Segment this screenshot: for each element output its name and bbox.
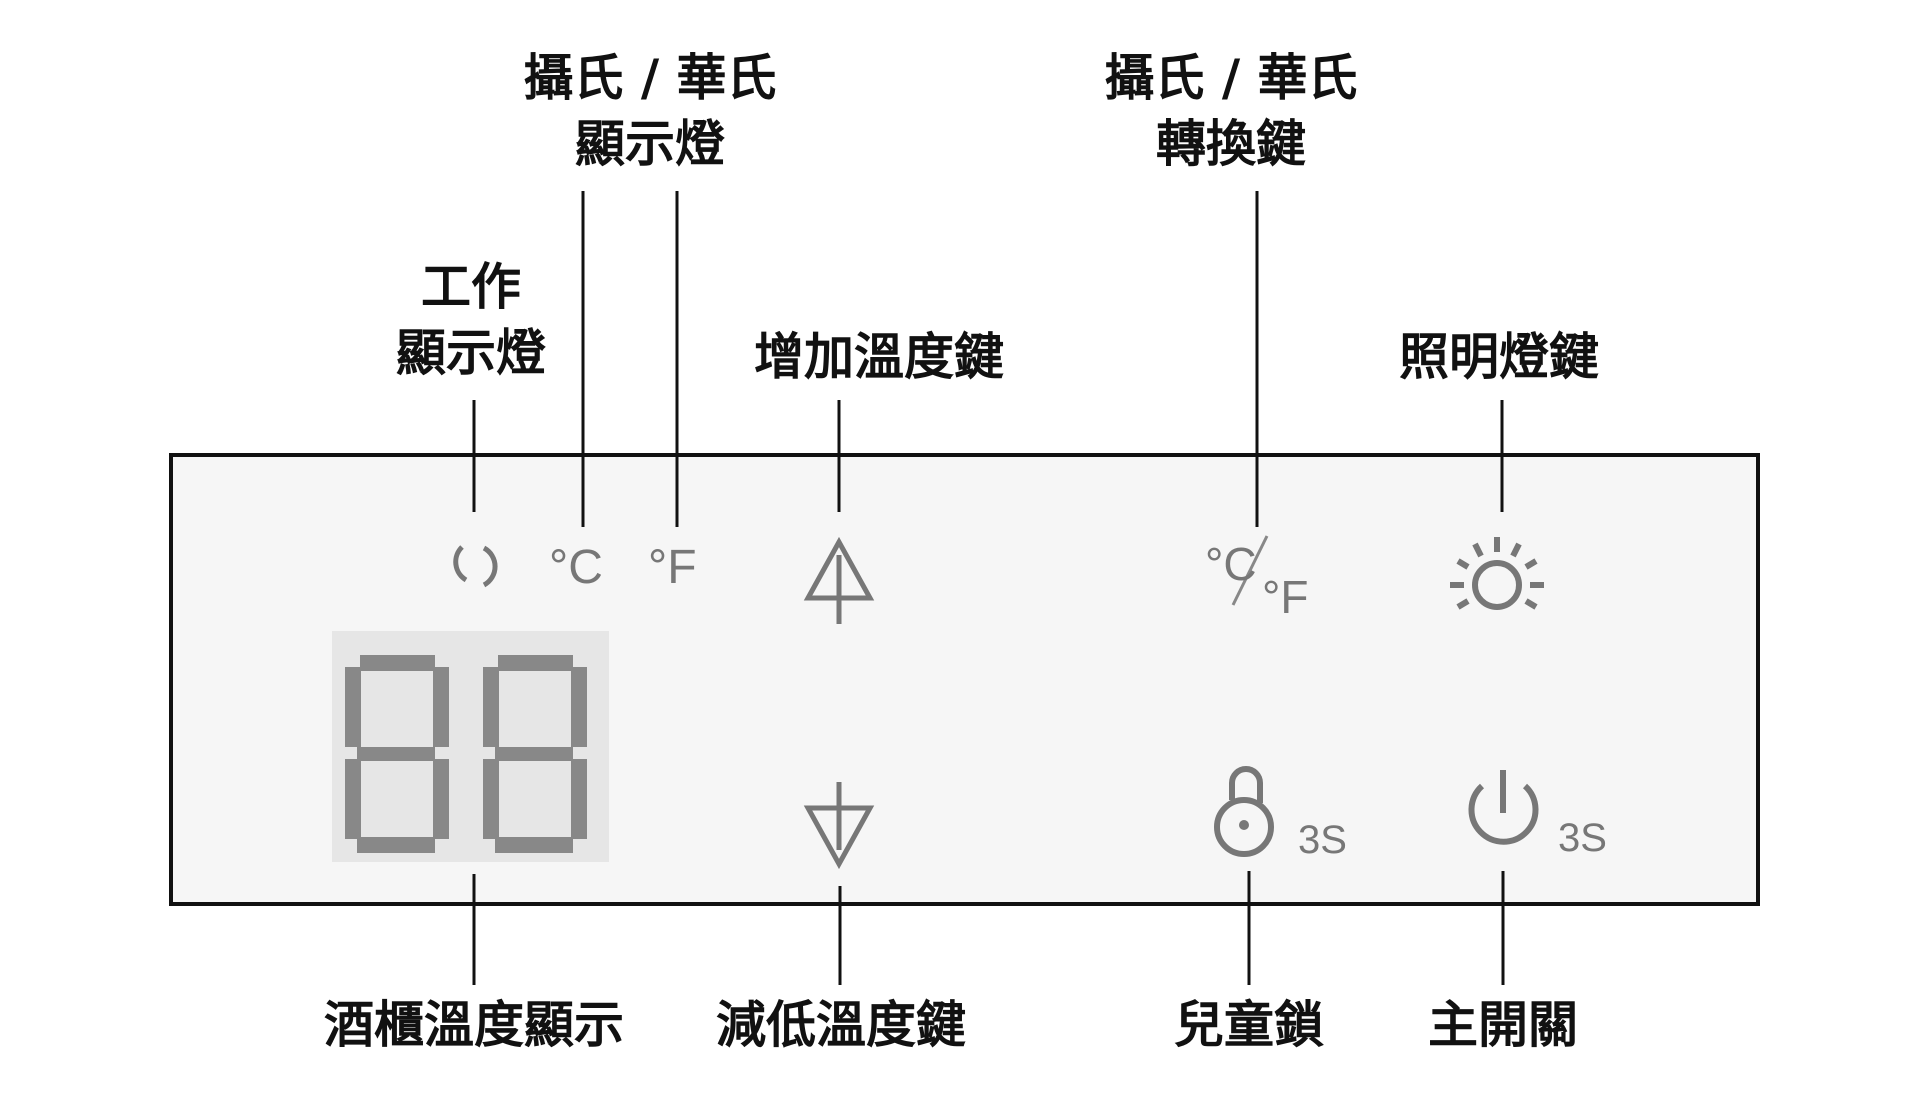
label-cf-switch: 攝氏 / 華氏 轉換鍵 <box>1104 49 1358 173</box>
label-temp-up: 增加溫度鍵 <box>754 328 1004 386</box>
power-hold-time: 3S <box>1558 816 1607 860</box>
working-cycle-icon <box>453 545 498 588</box>
celsius-indicator: °C <box>549 541 603 594</box>
label-main-power: 主開關 <box>1428 996 1578 1054</box>
fahrenheit-indicator: °F <box>648 541 697 594</box>
label-temp-down: 減低溫度鍵 <box>716 996 966 1054</box>
label-cf-indicator: 攝氏 / 華氏 顯示燈 <box>523 49 777 173</box>
label-working-indicator: 工作 顯示燈 <box>396 258 546 382</box>
seven-segment-digits <box>345 655 587 853</box>
cf-switch-c[interactable]: °C <box>1205 538 1257 590</box>
cf-switch-f[interactable]: °F <box>1262 571 1309 623</box>
child-lock-hold-time: 3S <box>1298 818 1347 862</box>
light-sun-icon[interactable] <box>1450 537 1544 610</box>
temp-down-arrow-icon[interactable] <box>803 782 875 870</box>
power-icon[interactable] <box>1468 770 1539 845</box>
label-child-lock: 兒童鎖 <box>1174 996 1324 1054</box>
label-temp-display: 酒櫃溫度顯示 <box>324 996 624 1054</box>
label-light-key: 照明燈鍵 <box>1399 328 1599 386</box>
cf-slash <box>1231 535 1269 606</box>
child-lock-icon[interactable] <box>1214 766 1274 857</box>
temp-up-arrow-icon[interactable] <box>803 536 875 624</box>
